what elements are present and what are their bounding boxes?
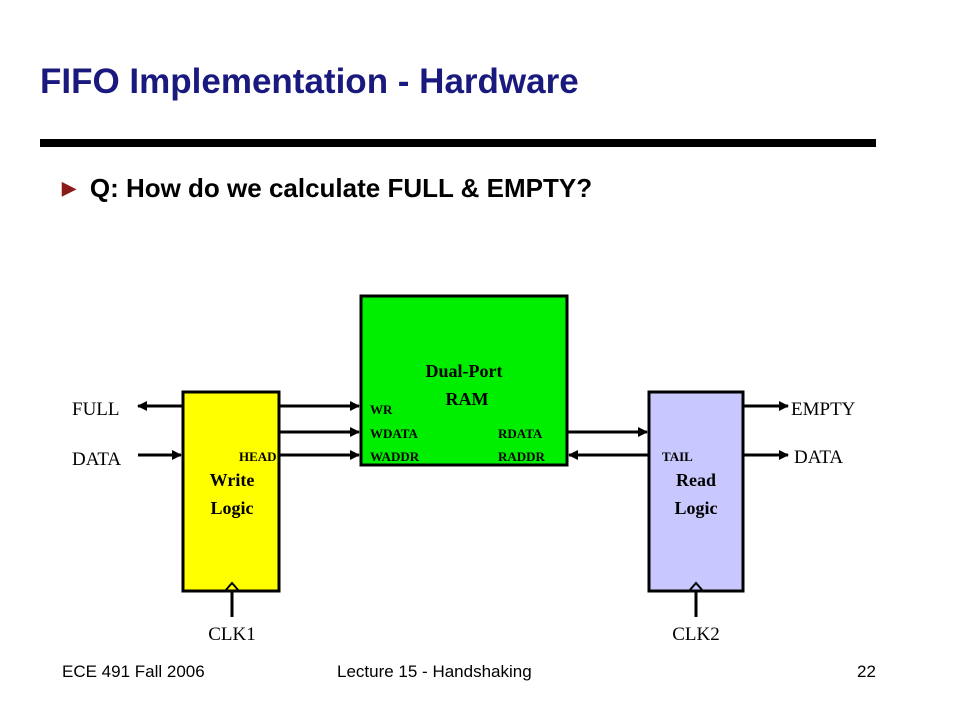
ram-port-rdata: RDATA (498, 426, 543, 441)
ram-port-wdata: WDATA (370, 426, 419, 441)
ram-label-line1: Dual-Port (426, 361, 503, 381)
full-signal-label: FULL (72, 399, 120, 420)
bullet-text: Q: How do we calculate FULL & EMPTY? (89, 173, 593, 203)
empty-signal-label: EMPTY (791, 399, 856, 420)
ram-port-wr: WR (370, 402, 393, 417)
clk2-label: CLK2 (672, 624, 720, 645)
clk1-label: CLK1 (208, 624, 256, 645)
bullet-triangle-icon: ▶ (62, 178, 76, 198)
dual-port-ram-block (359, 294, 569, 467)
read-logic-label-line1: Read (676, 470, 716, 490)
data-in-label: DATA (72, 449, 121, 470)
write-logic-label-line1: Write (210, 470, 255, 490)
data-out-label: DATA (794, 447, 843, 468)
write-logic-block (181, 390, 281, 593)
write-logic-head-label: HEAD (239, 449, 277, 464)
read-logic-label-line2: Logic (675, 498, 718, 518)
clk2-edge-icon (688, 581, 704, 592)
clk1-edge-icon (224, 581, 240, 592)
footer-page-number: 22 (857, 662, 876, 681)
ram-port-waddr: WADDR (370, 449, 420, 464)
ram-label-line2: RAM (446, 389, 489, 409)
read-logic-block (647, 390, 745, 593)
footer-lecture: Lecture 15 - Handshaking (337, 662, 532, 681)
write-logic-label-line2: Logic (211, 498, 254, 518)
title-divider (40, 139, 876, 147)
read-logic-tail-label: TAIL (662, 449, 693, 464)
slide-title: FIFO Implementation - Hardware (40, 62, 579, 101)
footer-course: ECE 491 Fall 2006 (62, 662, 205, 681)
bullet-item: ▶ Q: How do we calculate FULL & EMPTY? (62, 173, 592, 204)
ram-port-raddr: RADDR (498, 449, 546, 464)
